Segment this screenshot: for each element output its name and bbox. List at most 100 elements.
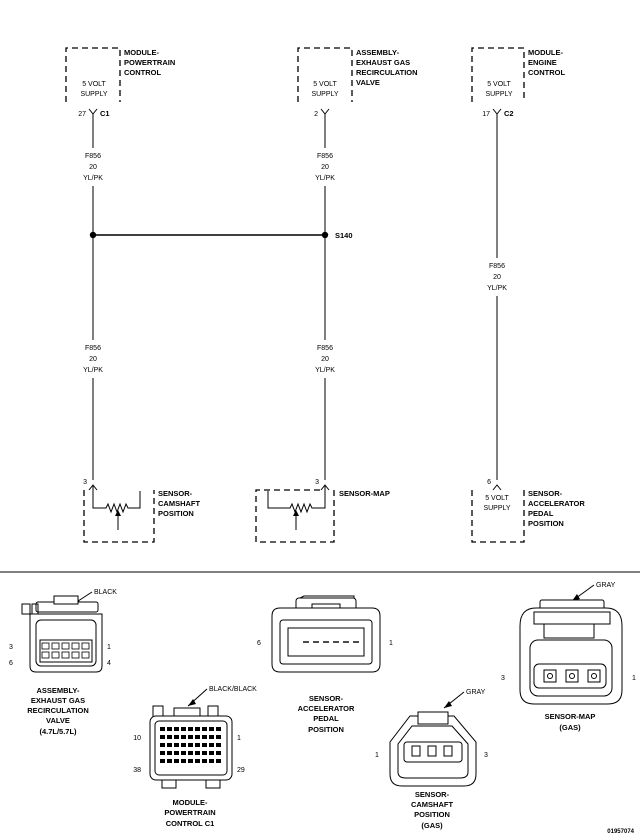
pcm-c1-connector-view: BLACK/BLACK 10 1 38 29 MODULE- POWERTRAI… bbox=[133, 686, 257, 828]
egr-connector-color: BLACK bbox=[94, 589, 117, 596]
svg-text:YL/PK: YL/PK bbox=[487, 285, 507, 292]
cmp-connector-color: GRAY bbox=[466, 689, 486, 696]
app-title-3: PEDAL bbox=[528, 509, 554, 518]
svg-text:20: 20 bbox=[89, 164, 97, 171]
egr-connector-view: BLACK 3 6 1 4 ASSEMBLY- EXHAUST GAS RECI… bbox=[9, 589, 117, 736]
cmp-title-3: POSITION bbox=[158, 509, 194, 518]
egr-module: ASSEMBLY- EXHAUST GAS RECIRCULATION VALV… bbox=[297, 47, 418, 118]
pcm-title-3: CONTROL bbox=[124, 68, 161, 77]
cmp-conn-title-2: CAMSHAFT bbox=[411, 800, 453, 809]
egr-conn-pin-tl: 3 bbox=[9, 644, 13, 651]
svg-text:F856: F856 bbox=[489, 263, 505, 270]
app-connector-view: 6 1 SENSOR- ACCELERATOR PEDAL POSITION bbox=[257, 595, 393, 734]
pcm-title-1: MODULE- bbox=[124, 48, 159, 57]
svg-text:YL/PK: YL/PK bbox=[83, 367, 103, 374]
ecm-supply-2: SUPPLY bbox=[485, 91, 512, 98]
egr-conn-title-1: ASSEMBLY- bbox=[36, 686, 80, 695]
cmp-pin-number: 3 bbox=[83, 479, 87, 486]
egr-conn-title-2: EXHAUST GAS bbox=[31, 696, 85, 705]
ecm-module: MODULE- ENGINE CONTROL 5 VOLT SUPPLY 17 … bbox=[471, 47, 565, 118]
map-conn-pin-l: 3 bbox=[501, 675, 505, 682]
svg-text:F856: F856 bbox=[85, 345, 101, 352]
ecm-supply-1: 5 VOLT bbox=[487, 81, 511, 88]
app-conn-title-4: POSITION bbox=[308, 725, 344, 734]
pcm-c1-connector-color: BLACK/BLACK bbox=[209, 686, 257, 693]
svg-text:20: 20 bbox=[321, 164, 329, 171]
map-connector-view: GRAY 3 1 SENSOR-MAP (GAS) bbox=[501, 582, 636, 732]
pcm-supply-1: 5 VOLT bbox=[82, 81, 106, 88]
app-conn-pin-l: 6 bbox=[257, 640, 261, 647]
egr-conn-pin-tr: 1 bbox=[107, 644, 111, 651]
ecm-title-1: MODULE- bbox=[528, 48, 563, 57]
pcm-c1-title-1: MODULE- bbox=[173, 798, 208, 807]
pcm-c1-pin-tr: 1 bbox=[237, 735, 241, 742]
svg-text:YL/PK: YL/PK bbox=[315, 367, 335, 374]
app-title-1: SENSOR- bbox=[528, 489, 563, 498]
pcm-c1-title-3: CONTROL C1 bbox=[166, 819, 215, 828]
wire-label-egr-upper: F856 20 YL/PK bbox=[315, 153, 335, 182]
map-title: SENSOR-MAP bbox=[339, 489, 390, 498]
ecm-pin-number: 17 bbox=[482, 111, 490, 118]
map-conn-pin-r: 1 bbox=[632, 675, 636, 682]
app-conn-pin-r: 1 bbox=[389, 640, 393, 647]
svg-text:F856: F856 bbox=[85, 153, 101, 160]
egr-conn-title-4: VALVE bbox=[46, 716, 70, 725]
cmp-title-2: CAMSHAFT bbox=[158, 499, 200, 508]
figure-id: 01957074 bbox=[607, 829, 634, 835]
app-title-2: ACCELERATOR bbox=[528, 499, 585, 508]
app-title-4: POSITION bbox=[528, 519, 564, 528]
map-conn-title-2: (GAS) bbox=[559, 723, 581, 732]
pcm-c1-pin-bl: 38 bbox=[133, 767, 141, 774]
ecm-connector-id: C2 bbox=[504, 109, 514, 118]
splice-node-right bbox=[321, 231, 329, 239]
egr-title-4: VALVE bbox=[356, 78, 380, 87]
egr-terminal-symbol bbox=[320, 108, 330, 115]
pcm-title-2: POWERTRAIN bbox=[124, 58, 175, 67]
splice-node-left bbox=[89, 231, 97, 239]
map-conn-title-1: SENSOR-MAP bbox=[545, 712, 596, 721]
cmp-connector-view: GRAY 1 3 SENSOR- CAMSHAFT POSITION (GAS) bbox=[375, 689, 488, 830]
cmp-conn-pin-r: 3 bbox=[484, 752, 488, 759]
pcm-supply-2: SUPPLY bbox=[80, 91, 107, 98]
app-sensor: 6 5 VOLT SUPPLY SENSOR- ACCELERATOR PEDA… bbox=[471, 479, 585, 543]
map-sensor: 3 SENSOR-MAP bbox=[255, 479, 390, 543]
pcm-c1-title-2: POWERTRAIN bbox=[164, 808, 215, 817]
pcm-terminal-symbol bbox=[88, 108, 98, 115]
wire-label-pcm-lower: F856 20 YL/PK bbox=[83, 345, 103, 374]
splice-label: S140 bbox=[335, 231, 353, 240]
egr-supply-1: 5 VOLT bbox=[313, 81, 337, 88]
cmp-conn-title-4: (GAS) bbox=[421, 821, 443, 830]
app-supply-2: SUPPLY bbox=[483, 505, 510, 512]
svg-text:F856: F856 bbox=[317, 345, 333, 352]
ecm-title-2: ENGINE bbox=[528, 58, 557, 67]
wire-label-pcm-upper: F856 20 YL/PK bbox=[83, 153, 103, 182]
wire-label-ecm: F856 20 YL/PK bbox=[487, 263, 507, 292]
splice-s140: S140 bbox=[89, 231, 353, 240]
map-connector-color: GRAY bbox=[596, 582, 616, 589]
egr-conn-pin-bl: 6 bbox=[9, 660, 13, 667]
wire-label-egr-lower: F856 20 YL/PK bbox=[315, 345, 335, 374]
egr-title-3: RECIRCULATION bbox=[356, 68, 418, 77]
app-pin-number: 6 bbox=[487, 479, 491, 486]
app-conn-title-1: SENSOR- bbox=[309, 694, 344, 703]
ecm-title-3: CONTROL bbox=[528, 68, 565, 77]
svg-text:YL/PK: YL/PK bbox=[315, 175, 335, 182]
cmp-sensor: 3 SENSOR- CAMSHAFT POSITION bbox=[83, 479, 200, 543]
svg-text:F856: F856 bbox=[317, 153, 333, 160]
app-supply-1: 5 VOLT bbox=[485, 495, 509, 502]
pcm-pin-number: 27 bbox=[78, 111, 86, 118]
svg-text:YL/PK: YL/PK bbox=[83, 175, 103, 182]
egr-pin-number: 2 bbox=[314, 111, 318, 118]
pcm-connector-id: C1 bbox=[100, 109, 110, 118]
egr-title-2: EXHAUST GAS bbox=[356, 58, 410, 67]
egr-conn-title-5: (4.7L/5.7L) bbox=[39, 727, 77, 736]
app-conn-title-2: ACCELERATOR bbox=[298, 704, 355, 713]
egr-conn-pin-br: 4 bbox=[107, 660, 111, 667]
egr-supply-2: SUPPLY bbox=[311, 91, 338, 98]
egr-title-1: ASSEMBLY- bbox=[356, 48, 400, 57]
svg-text:20: 20 bbox=[321, 356, 329, 363]
app-conn-title-3: PEDAL bbox=[313, 714, 339, 723]
cmp-conn-title-3: POSITION bbox=[414, 810, 450, 819]
pcm-module: MODULE- POWERTRAIN CONTROL 5 VOLT SUPPLY… bbox=[65, 47, 175, 118]
